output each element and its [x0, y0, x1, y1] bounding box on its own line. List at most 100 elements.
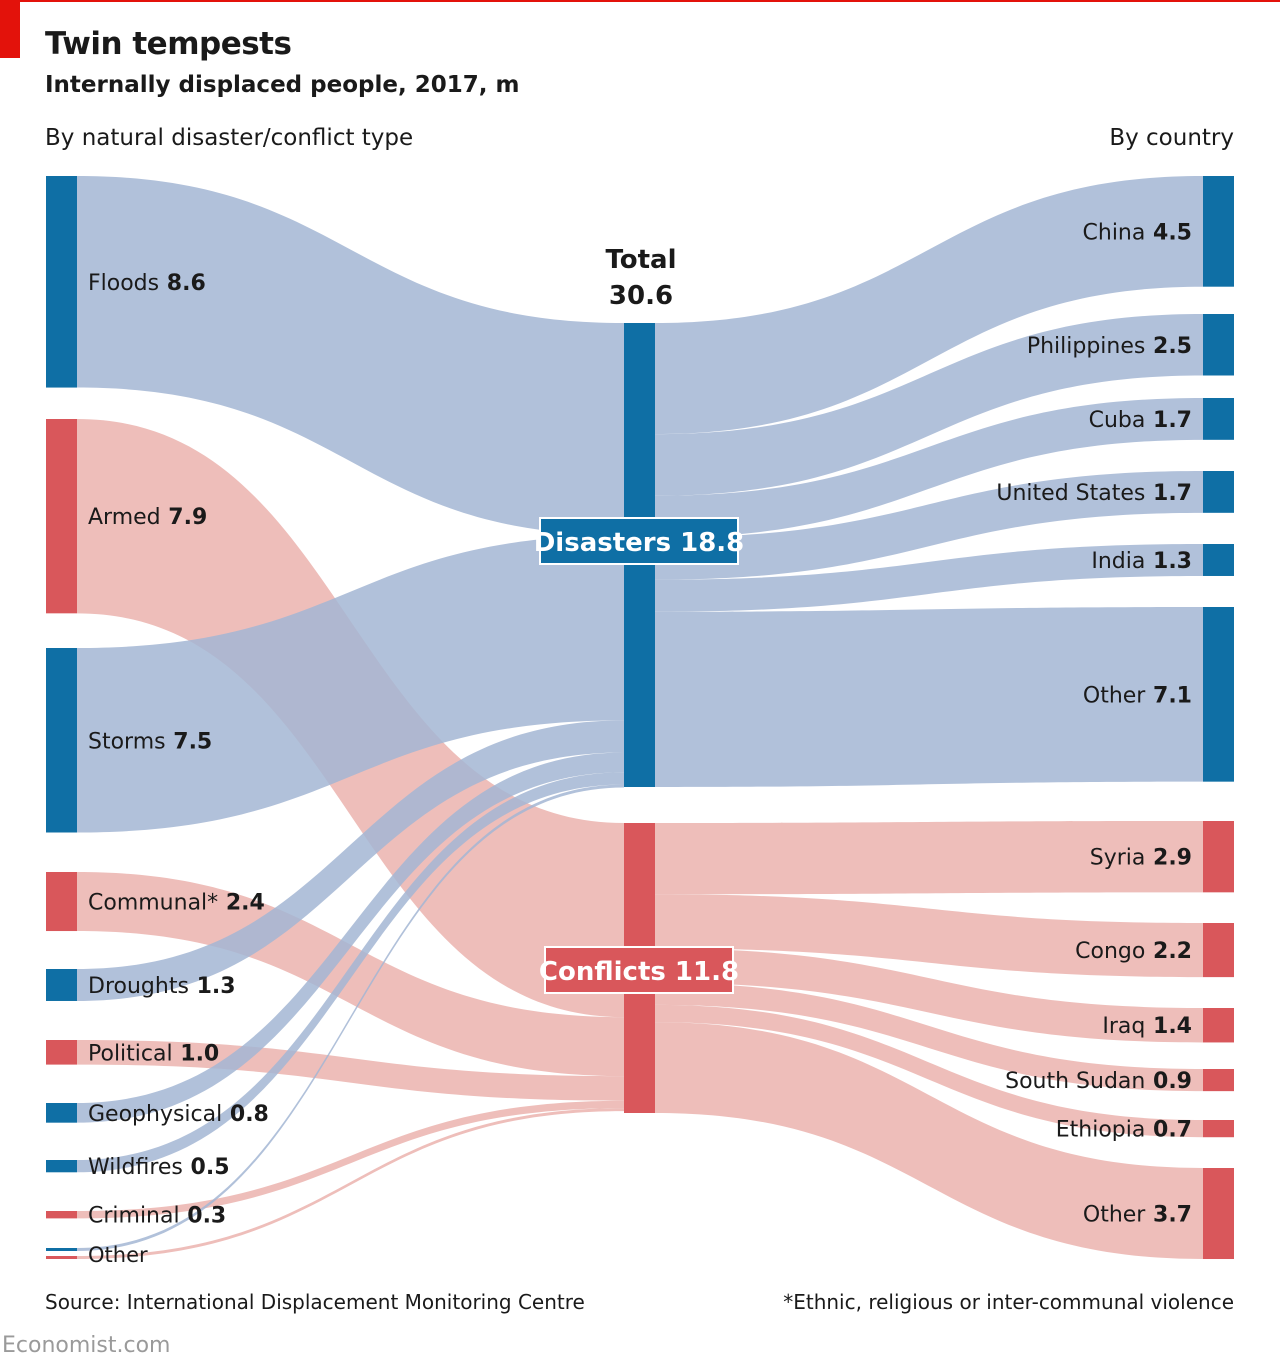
total-value: 30.6	[609, 281, 673, 311]
source-armed-label: Armed 7.9	[88, 505, 207, 530]
source-wildfires-value: 0.5	[183, 1155, 230, 1180]
footnote: *Ethnic, religious or inter-communal vio…	[783, 1290, 1234, 1314]
target-south-sudan-bar	[1203, 1069, 1234, 1092]
target-cuba-value: 1.7	[1145, 408, 1192, 433]
source-droughts-label: Droughts 1.3	[88, 974, 236, 999]
source-wildfires-name: Wildfires	[88, 1155, 183, 1180]
flow-target-philippines	[655, 314, 1203, 496]
source-communal-name: Communal*	[88, 891, 218, 916]
source-droughts-name: Droughts	[88, 974, 189, 999]
source-geophysical-label: Geophysical 0.8	[88, 1102, 269, 1127]
source-note: Source: International Displacement Monit…	[45, 1290, 585, 1314]
target-philippines-bar	[1203, 314, 1234, 376]
source-geophysical-name: Geophysical	[88, 1102, 222, 1127]
target-ethiopia-value: 0.7	[1145, 1118, 1192, 1143]
target-ethiopia-label: Ethiopia 0.7	[1056, 1118, 1192, 1143]
target-iraq-name: Iraq	[1102, 1014, 1145, 1039]
flow-source-political	[77, 1040, 624, 1101]
flow-target-other-conflicts	[655, 1022, 1203, 1260]
flow-target-india	[655, 544, 1203, 612]
target-india-value: 1.3	[1145, 549, 1192, 574]
flow-source-wildfires	[77, 772, 624, 1173]
target-china-label: China 4.5	[1083, 220, 1192, 245]
chart-title: Twin tempests	[45, 26, 292, 62]
target-congo-bar	[1203, 923, 1234, 978]
source-floods-label: Floods 8.6	[88, 271, 206, 296]
source-communal-bar	[46, 872, 77, 932]
source-armed-value: 7.9	[161, 505, 208, 530]
target-cuba-bar	[1203, 398, 1234, 440]
source-communal-label: Communal* 2.4	[88, 891, 265, 916]
source-wildfires-bar	[46, 1160, 77, 1173]
target-united-states-name: United States	[996, 481, 1145, 506]
target-china-value: 4.5	[1145, 220, 1192, 245]
total-label: Total	[605, 245, 676, 275]
target-syria-label: Syria 2.9	[1090, 846, 1192, 871]
source-floods-value: 8.6	[159, 271, 206, 296]
source-political-bar	[46, 1040, 77, 1065]
target-other-disasters-value: 7.1	[1145, 683, 1192, 708]
target-other-conflicts-value: 3.7	[1145, 1203, 1192, 1228]
group-conflicts-box	[544, 946, 734, 994]
source-political-value: 1.0	[173, 1041, 220, 1066]
target-congo-value: 2.2	[1145, 939, 1192, 964]
target-united-states-bar	[1203, 471, 1234, 513]
flow-target-south-sudan	[655, 982, 1203, 1092]
flow-source-other-conflicts	[77, 1108, 624, 1259]
source-criminal-label: Criminal 0.3	[88, 1204, 226, 1229]
target-philippines-label: Philippines 2.5	[1027, 334, 1192, 359]
target-congo-name: Congo	[1075, 939, 1145, 964]
chart-subtitle: Internally displaced people, 2017, m	[45, 72, 520, 98]
flow-target-syria	[655, 821, 1203, 895]
source-wildfires-label: Wildfires 0.5	[88, 1155, 230, 1180]
target-india-name: India	[1091, 549, 1145, 574]
target-other-disasters-name: Other	[1083, 683, 1146, 708]
flow-source-criminal	[77, 1100, 624, 1219]
group-disasters-box	[539, 517, 739, 565]
target-other-conflicts-name: Other	[1083, 1203, 1146, 1228]
flow-source-floods	[77, 176, 624, 536]
source-criminal-value: 0.3	[180, 1204, 227, 1229]
source-other-disasters-bar	[46, 1248, 77, 1251]
flow-source-droughts	[77, 720, 624, 1001]
flow-target-china	[655, 176, 1203, 435]
source-droughts-bar	[46, 969, 77, 1001]
target-other-disasters-bar	[1203, 607, 1234, 782]
target-cuba-label: Cuba 1.7	[1089, 408, 1192, 433]
target-other-disasters-label: Other 7.1	[1083, 683, 1192, 708]
economist-logo-text: Economist.com	[2, 1333, 171, 1358]
target-united-states-label: United States 1.7	[996, 481, 1192, 506]
source-floods-bar	[46, 176, 77, 388]
target-cuba-name: Cuba	[1089, 408, 1146, 433]
target-south-sudan-value: 0.9	[1145, 1069, 1192, 1094]
group-disasters-label: Disasters 18.8	[534, 528, 745, 558]
target-philippines-value: 2.5	[1145, 334, 1192, 359]
target-south-sudan-name: South Sudan	[1005, 1069, 1145, 1094]
target-ethiopia-name: Ethiopia	[1056, 1118, 1146, 1143]
target-iraq-bar	[1203, 1008, 1234, 1043]
source-other-label: Other	[88, 1243, 148, 1267]
source-storms-name: Storms	[88, 729, 166, 754]
flow-source-storms	[77, 535, 624, 833]
flow-target-congo	[655, 894, 1203, 978]
source-criminal-name: Criminal	[88, 1204, 180, 1229]
target-syria-bar	[1203, 821, 1234, 893]
right-column-heading: By country	[1109, 125, 1234, 151]
target-ethiopia-bar	[1203, 1120, 1234, 1138]
flow-target-ethiopia	[655, 1004, 1203, 1138]
source-droughts-value: 1.3	[189, 974, 236, 999]
target-iraq-value: 1.4	[1145, 1014, 1192, 1039]
flow-source-geophysical	[77, 752, 624, 1123]
target-other-conflicts-label: Other 3.7	[1083, 1203, 1192, 1228]
source-other-conflicts-bar	[46, 1256, 77, 1259]
source-political-label: Political 1.0	[88, 1041, 219, 1066]
source-communal-value: 2.4	[218, 891, 265, 916]
flow-source-other-disasters	[77, 784, 624, 1251]
source-other-name: Other	[88, 1243, 148, 1267]
group-conflicts-label: Conflicts 11.8	[539, 957, 739, 987]
target-iraq-label: Iraq 1.4	[1102, 1014, 1192, 1039]
source-geophysical-bar	[46, 1103, 77, 1123]
brand-tag	[0, 0, 20, 58]
target-philippines-name: Philippines	[1027, 334, 1146, 359]
